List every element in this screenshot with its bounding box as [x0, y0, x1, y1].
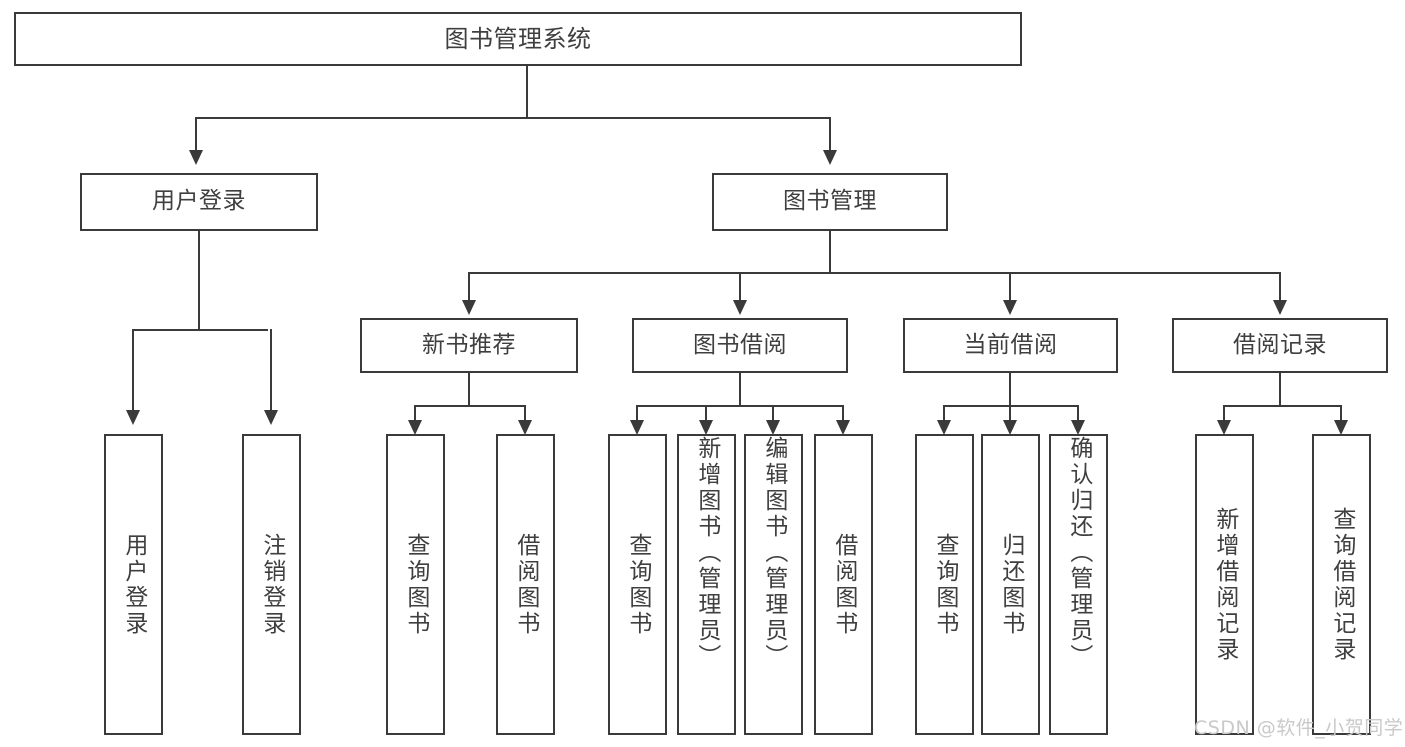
node-current-borrow[interactable]: 当前借阅 — [903, 318, 1118, 373]
connector-drop-user-login — [195, 117, 197, 153]
arrow-book-borrow — [733, 300, 747, 315]
connector-drop-nbr-query — [414, 405, 416, 425]
arrow-nbr-query — [408, 420, 422, 435]
arrow-book-manage — [823, 150, 837, 165]
node-root-system[interactable]: 图书管理系统 — [14, 12, 1022, 66]
node-label: 编辑图书（管理员） — [760, 436, 787, 670]
connector-book-manage-bar — [469, 272, 1281, 274]
connector-drop-nbr-borrow — [524, 405, 526, 425]
arrow-current-borrow — [1003, 300, 1017, 315]
connector-drop-cb-return — [1009, 405, 1011, 425]
arrow-bb-add — [699, 420, 713, 435]
node-label: 用户登录 — [152, 188, 246, 215]
node-label: 归还图书 — [997, 532, 1024, 637]
node-label: 借阅图书 — [512, 532, 539, 637]
connector-nbr-stem — [468, 373, 470, 406]
arrow-cb-query — [937, 420, 951, 435]
connector-root-bar — [196, 117, 830, 119]
arrow-user-login — [189, 150, 203, 165]
connector-user-login-bar — [133, 329, 268, 331]
node-book-manage[interactable]: 图书管理 — [712, 173, 948, 231]
node-leaf-bb-add-book[interactable]: 新增图书（管理员） — [677, 434, 736, 735]
node-leaf-cb-query-book[interactable]: 查询图书 — [915, 434, 974, 735]
arrow-leaf-user-logout — [264, 410, 278, 425]
arrow-bb-borrow — [836, 420, 850, 435]
node-leaf-nbr-borrow-book[interactable]: 借阅图书 — [496, 434, 555, 735]
connector-drop-cb-query — [943, 405, 945, 425]
node-leaf-bb-borrow-book[interactable]: 借阅图书 — [814, 434, 873, 735]
connector-book-manage-stem — [829, 231, 831, 273]
node-label: 查询图书 — [402, 532, 429, 637]
node-leaf-nbr-query-book[interactable]: 查询图书 — [386, 434, 445, 735]
node-leaf-br-add-record[interactable]: 新增借阅记录 — [1195, 434, 1254, 735]
connector-drop-book-manage — [829, 117, 831, 153]
connector-drop-bb-borrow — [842, 405, 844, 425]
connector-cb-bar — [944, 405, 1078, 407]
connector-drop-br-query — [1340, 405, 1342, 425]
node-label: 新增图书（管理员） — [693, 436, 720, 670]
node-new-book-recommend[interactable]: 新书推荐 — [360, 318, 578, 373]
connector-drop-book-borrow — [739, 272, 741, 303]
node-label: 借阅图书 — [830, 532, 857, 637]
arrow-br-add — [1217, 420, 1231, 435]
node-label: 当前借阅 — [963, 331, 1058, 358]
node-leaf-br-query-record[interactable]: 查询借阅记录 — [1312, 434, 1371, 735]
arrow-br-query — [1334, 420, 1348, 435]
node-label: 注销登录 — [258, 532, 285, 637]
node-label: 借阅记录 — [1233, 331, 1327, 358]
arrow-cb-confirm — [1071, 420, 1085, 435]
connector-bb-bar — [637, 405, 844, 407]
node-label: 查询图书 — [624, 532, 651, 637]
connector-user-login-stem — [198, 231, 200, 330]
connector-drop-bb-add — [705, 405, 707, 425]
connector-bb-stem — [739, 373, 741, 406]
connector-drop-leaf-user-login — [132, 329, 134, 413]
connector-drop-current-borrow — [1009, 272, 1011, 303]
connector-root-stem — [526, 66, 528, 118]
node-label: 图书管理系统 — [444, 24, 592, 53]
node-label: 图书借阅 — [693, 331, 787, 358]
arrow-bb-query — [630, 420, 644, 435]
node-leaf-cb-return-book[interactable]: 归还图书 — [981, 434, 1040, 735]
connector-drop-cb-confirm — [1077, 405, 1079, 425]
node-borrow-record[interactable]: 借阅记录 — [1172, 318, 1388, 373]
node-label: 确认归还（管理员） — [1065, 436, 1092, 670]
connector-drop-br-add — [1223, 405, 1225, 425]
connector-br-bar — [1224, 405, 1342, 407]
arrow-leaf-user-login — [126, 410, 140, 425]
arrow-bb-edit — [766, 420, 780, 435]
connector-nbr-bar — [415, 405, 525, 407]
node-label: 查询借阅记录 — [1328, 506, 1355, 663]
node-user-login[interactable]: 用户登录 — [80, 173, 318, 231]
node-label: 图书管理 — [783, 188, 877, 215]
arrow-borrow-record — [1273, 300, 1287, 315]
connector-cb-stem — [1009, 373, 1011, 406]
node-leaf-user-logout[interactable]: 注销登录 — [242, 434, 301, 735]
connector-drop-bb-query — [636, 405, 638, 425]
node-label: 新书推荐 — [422, 331, 516, 358]
arrow-nbr-borrow — [518, 420, 532, 435]
node-book-borrow[interactable]: 图书借阅 — [632, 318, 848, 373]
connector-br-stem — [1279, 373, 1281, 406]
connector-drop-leaf-user-logout — [270, 329, 272, 413]
connector-drop-new-book-rec — [468, 272, 470, 303]
node-label: 用户登录 — [120, 532, 147, 637]
arrow-cb-return — [1003, 420, 1017, 435]
arrow-new-book-rec — [462, 300, 476, 315]
node-label: 查询图书 — [931, 532, 958, 637]
node-leaf-cb-confirm-return[interactable]: 确认归还（管理员） — [1049, 434, 1108, 735]
connector-drop-borrow-record — [1279, 272, 1281, 303]
node-leaf-bb-edit-book[interactable]: 编辑图书（管理员） — [744, 434, 803, 735]
node-leaf-bb-query-book[interactable]: 查询图书 — [608, 434, 667, 735]
node-label: 新增借阅记录 — [1211, 506, 1238, 663]
node-leaf-user-login[interactable]: 用户登录 — [104, 434, 163, 735]
connector-drop-bb-edit — [772, 405, 774, 425]
